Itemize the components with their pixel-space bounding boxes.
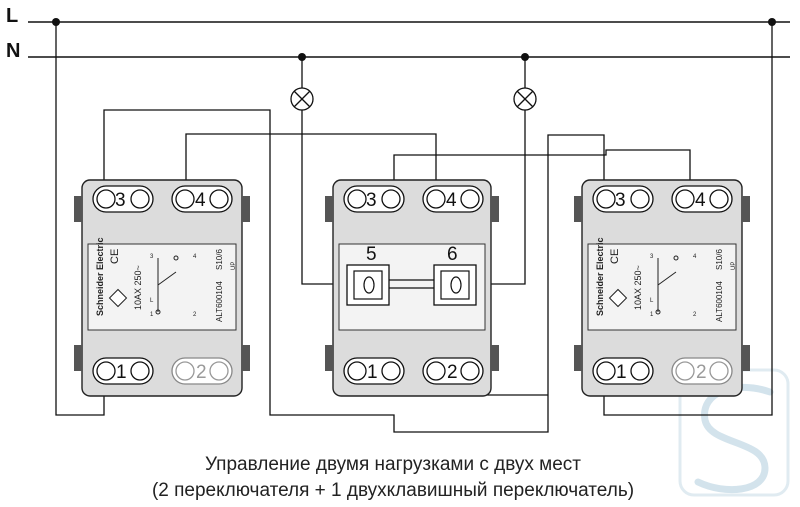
svg-text:1: 1 (116, 362, 127, 383)
contact-label: 4 (693, 254, 697, 260)
svg-text:2: 2 (196, 362, 207, 383)
caption-line-2: (2 переключателя + 1 двухклавишный перек… (152, 480, 634, 501)
terminal-1: 1 (592, 357, 654, 385)
svg-text:4: 4 (195, 190, 206, 211)
wire-left-4 (185, 133, 437, 198)
terminal-4: 4 (171, 185, 233, 213)
switch-left: 3 4 1 2 Schneider Electric CE 10AX 250~ (74, 179, 250, 397)
svg-text:1: 1 (616, 362, 627, 383)
rating-code-label: S10/6 (215, 249, 224, 270)
terminal-3: 3 (343, 185, 405, 213)
direction-label: UP (231, 262, 237, 270)
certification-icon (108, 288, 128, 308)
contact-label: 3 (650, 254, 654, 260)
brand-label: Schneider Electric (95, 237, 105, 316)
svg-text:3: 3 (366, 190, 377, 211)
key-contact-6 (433, 264, 477, 306)
terminal-1: 1 (343, 357, 405, 385)
rating-label: 10AX 250~ (633, 265, 643, 310)
contact-label: 3 (150, 254, 154, 260)
terminal-2: 2 (171, 357, 233, 385)
lamp-icon (513, 87, 537, 111)
phase-label: L (6, 5, 18, 27)
switch-middle: 3 4 1 2 5 6 (325, 179, 499, 397)
rating-code-label: S10/6 (715, 249, 724, 270)
direction-label: UP (731, 262, 737, 270)
svg-text:2: 2 (696, 362, 707, 383)
caption-line-1: Управление двумя нагрузками с двух мест (205, 454, 581, 475)
brand-label: Schneider Electric (595, 237, 605, 316)
neutral-label: N (6, 40, 20, 62)
circuit-symbol-icon (655, 255, 679, 315)
certification-icon (608, 288, 628, 308)
ce-mark: CE (109, 249, 121, 264)
model-label: ALT600104 (215, 281, 224, 322)
rating-label: 10AX 250~ (133, 265, 143, 310)
key-label-6: 6 (447, 244, 458, 265)
terminal-3: 3 (92, 185, 154, 213)
wire-lamp2-key6 (480, 110, 526, 285)
key-contact-5 (346, 264, 390, 306)
svg-text:3: 3 (615, 190, 626, 211)
terminal-4: 4 (422, 185, 484, 213)
svg-text:2: 2 (447, 362, 458, 383)
wire-middle3-right4 (393, 149, 691, 198)
svg-text:3: 3 (115, 190, 126, 211)
terminal-2: 2 (671, 357, 733, 385)
contact-label: 2 (693, 312, 697, 318)
ce-mark: CE (609, 249, 621, 264)
wire-left-3 (103, 109, 605, 433)
contact-label: 1 (150, 312, 154, 318)
lamp-icon (290, 87, 314, 111)
svg-text:4: 4 (446, 190, 457, 211)
terminal-4: 4 (671, 185, 733, 213)
key-label-5: 5 (366, 244, 377, 265)
contact-label: 2 (193, 312, 197, 318)
svg-text:4: 4 (695, 190, 706, 211)
circuit-symbol-icon (155, 255, 179, 315)
terminal-1: 1 (92, 357, 154, 385)
contact-label: 4 (193, 254, 197, 260)
model-label: ALT600104 (715, 281, 724, 322)
terminal-3: 3 (592, 185, 654, 213)
contact-label: L (650, 298, 654, 304)
contact-label: L (150, 298, 154, 304)
bridge-link (389, 279, 434, 289)
svg-text:1: 1 (367, 362, 378, 383)
contact-label: 1 (650, 312, 654, 318)
switch-right: 3 4 1 2 Schneider Electric CE 10AX 250~ (574, 179, 750, 397)
terminal-2: 2 (422, 357, 484, 385)
